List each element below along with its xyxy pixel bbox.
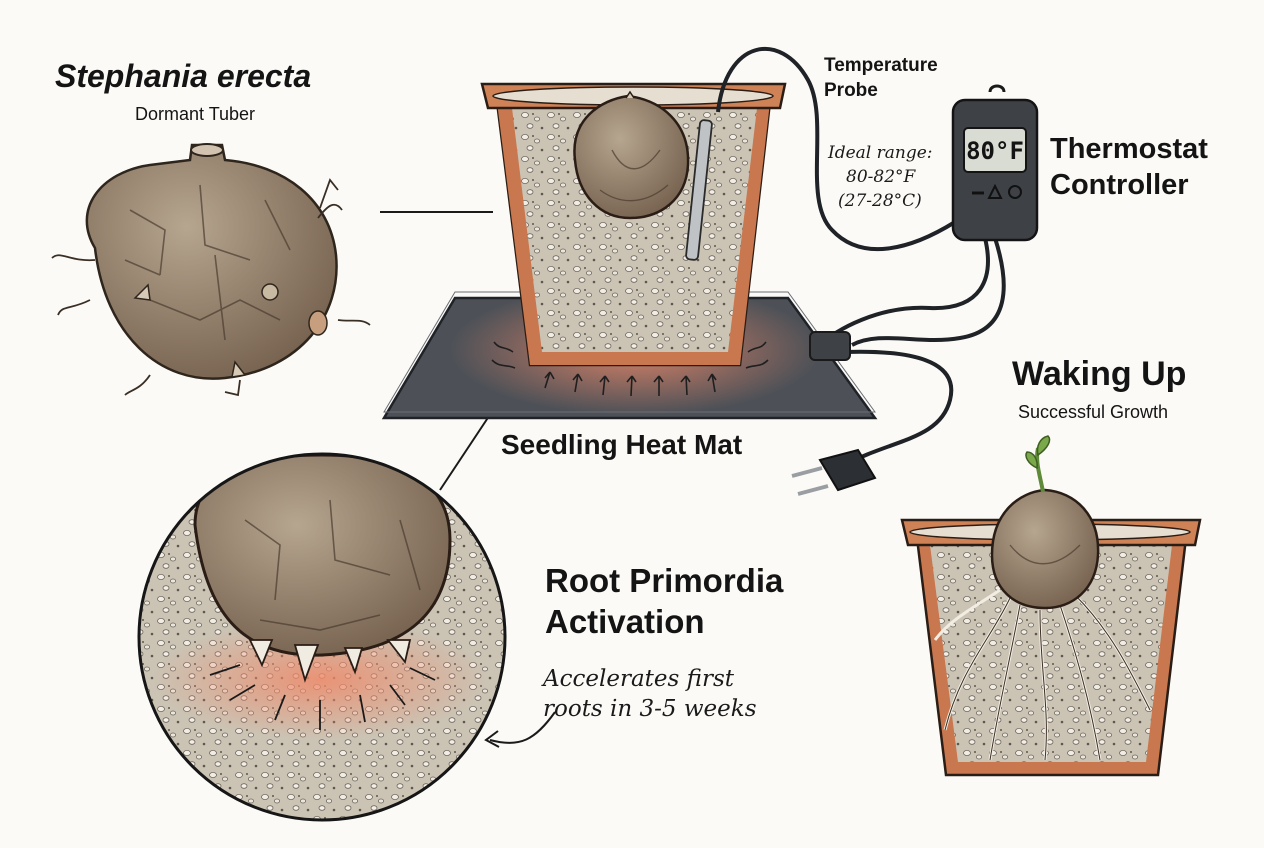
heat-rise-arrows: [491, 281, 769, 397]
thermostat-cables: [716, 46, 1006, 467]
curved-arrow-icon: [489, 711, 556, 744]
range-note-line2: 80-82°F: [846, 167, 916, 187]
dormant-tuber-illustration: [51, 143, 371, 397]
thermostat-label-line2: Controller: [1050, 169, 1189, 201]
probe-label-line1: Temperature: [824, 55, 938, 76]
mat-cable-connector: [809, 331, 851, 361]
sprout-icon: [1025, 435, 1051, 493]
thermostat-device: [951, 84, 1039, 242]
sprouting-pot: [900, 435, 1202, 777]
root-detail-note-line2: roots in 3-5 weeks: [543, 696, 757, 722]
range-note-line3: (27-28°C): [838, 191, 922, 211]
circle-button-icon: [1008, 185, 1022, 199]
waking-subtitle: Successful Growth: [1018, 402, 1169, 422]
heat-mat-label: Seedling Heat Mat: [501, 429, 743, 460]
root-detail-title-line1: Root Primordia: [545, 562, 784, 599]
species-title: Stephania erecta: [55, 58, 312, 94]
probe-label-line2: Probe: [824, 80, 878, 101]
temperature-probe: [685, 119, 713, 261]
waking-title: Waking Up: [1012, 355, 1187, 393]
thermostat-display: 80°F: [966, 137, 1024, 165]
root-detail-title-line2: Activation: [545, 603, 705, 640]
species-subtitle: Dormant Tuber: [135, 104, 256, 124]
range-note-line1: Ideal range:: [828, 143, 933, 163]
thermostat-label-line1: Thermostat: [1050, 133, 1208, 165]
heated-pot: [480, 82, 787, 367]
root-primordia-detail: [137, 452, 507, 822]
root-detail-note-line1: Accelerates first: [543, 666, 735, 692]
power-plug-icon: [791, 448, 877, 496]
triangle-button-icon: [987, 183, 1003, 199]
